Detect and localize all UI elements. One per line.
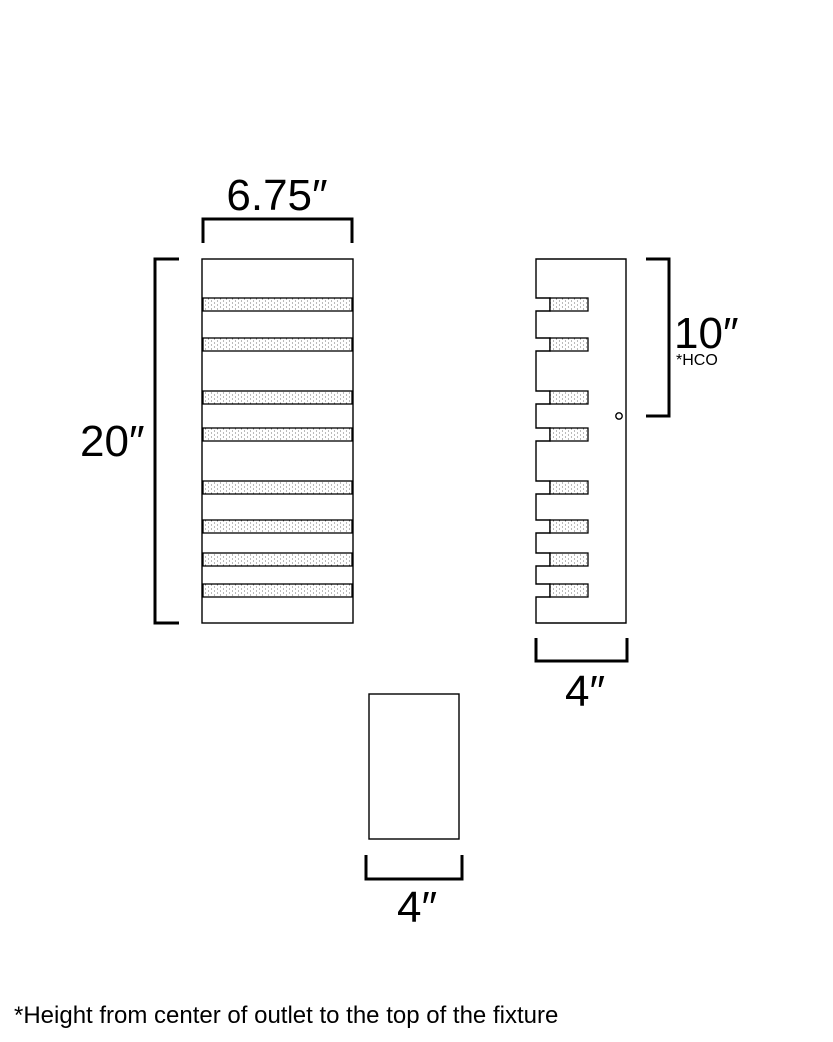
side-slat <box>549 519 589 534</box>
side-view-slats <box>549 297 589 598</box>
hco-footnote: *Height from center of outlet to the top… <box>14 1002 559 1029</box>
front-view-outline <box>201 258 354 624</box>
side-view <box>535 258 627 624</box>
side-slat <box>549 480 589 495</box>
front-height-label: 20″ <box>80 417 145 466</box>
side-slat <box>549 583 589 598</box>
front-slat <box>202 480 353 495</box>
front-slat <box>202 552 353 567</box>
front-slat <box>202 297 353 312</box>
front-slat <box>202 390 353 405</box>
top-depth-bracket <box>364 855 464 881</box>
front-slat <box>202 519 353 534</box>
front-height-bracket <box>153 257 179 625</box>
front-width-label: 6.75″ <box>226 171 327 220</box>
side-depth-label: 4″ <box>565 667 605 716</box>
side-hco-label: 10″ <box>674 309 739 358</box>
top-view-outline <box>368 693 460 840</box>
side-slat <box>549 552 589 567</box>
outlet-center-marker <box>615 412 623 420</box>
front-width-bracket <box>201 217 354 243</box>
top-depth-label: 4″ <box>397 883 437 932</box>
side-slat <box>549 337 589 352</box>
side-hco-note: *HCO <box>676 352 718 369</box>
side-hco-bracket <box>646 257 671 418</box>
front-view-slats <box>202 297 353 598</box>
side-depth-bracket <box>534 638 629 663</box>
front-slat <box>202 427 353 442</box>
side-slat <box>549 427 589 442</box>
side-slat <box>549 297 589 312</box>
front-slat <box>202 583 353 598</box>
front-slat <box>202 337 353 352</box>
side-slat <box>549 390 589 405</box>
front-view <box>201 258 354 624</box>
